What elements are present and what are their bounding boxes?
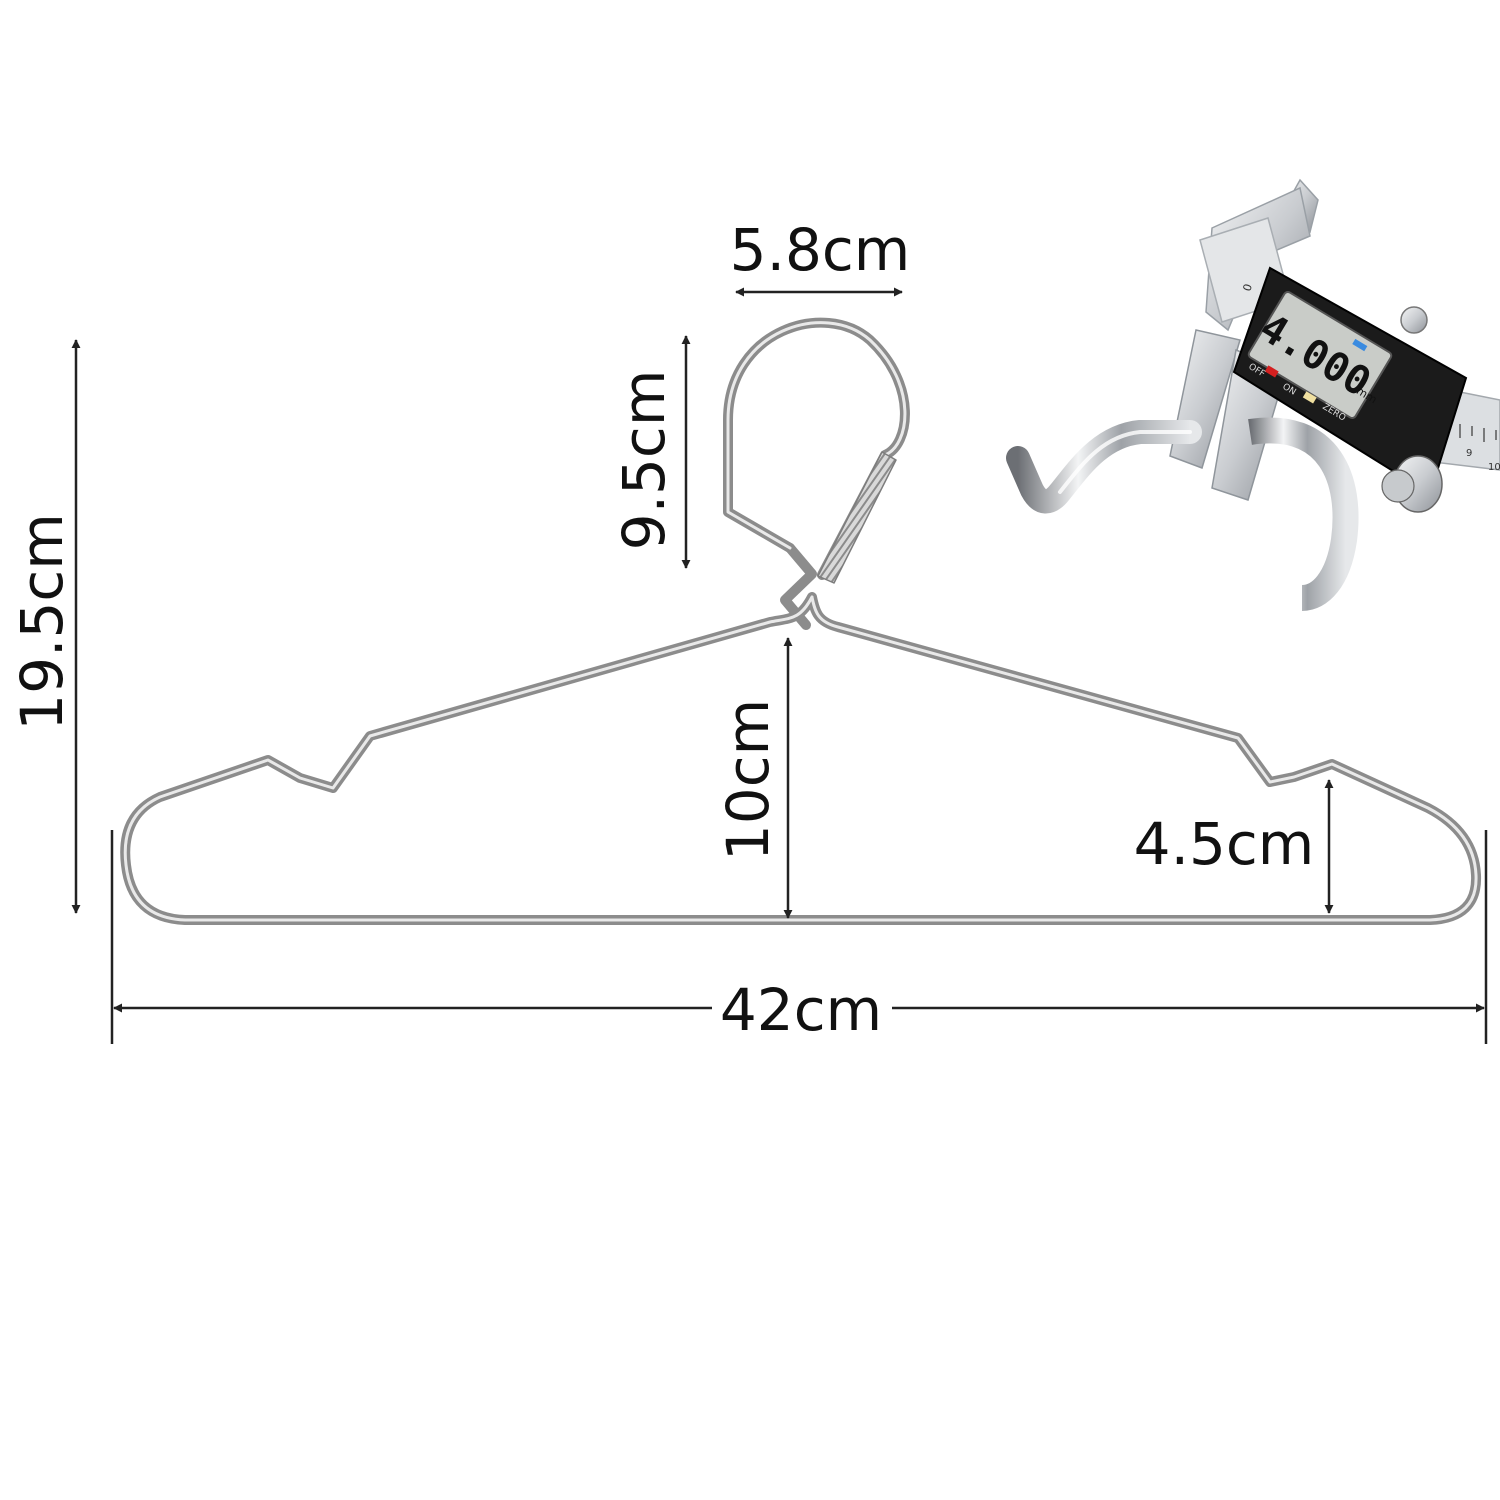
hanger-wire bbox=[120, 317, 1482, 925]
dimension-lines bbox=[71, 287, 1488, 1044]
hook-width-label: 5.8cm bbox=[730, 216, 911, 284]
zero-button bbox=[1302, 391, 1317, 404]
lock-screw bbox=[1400, 306, 1428, 334]
hook-height-label: 9.5cm bbox=[610, 370, 678, 551]
scale-tick-0: 0 bbox=[1240, 282, 1255, 293]
total-width-label: 42cm bbox=[720, 976, 882, 1044]
off-button bbox=[1264, 365, 1279, 378]
measured-hook-arc bbox=[1248, 417, 1359, 611]
scale-tick-9: 9 bbox=[1466, 448, 1472, 459]
end-height-label: 4.5cm bbox=[1134, 810, 1315, 878]
scale-tick-10: 10 bbox=[1488, 462, 1500, 473]
total-height-label: 19.5cm bbox=[8, 513, 76, 731]
shoulder-height-label: 10cm bbox=[714, 699, 782, 861]
caliper-photo: 0 3 8 9 10 4.000 mm OFF ON ZERO bbox=[1006, 178, 1500, 611]
twisted-coil bbox=[817, 451, 897, 584]
measured-hook-tip bbox=[1006, 420, 1202, 514]
